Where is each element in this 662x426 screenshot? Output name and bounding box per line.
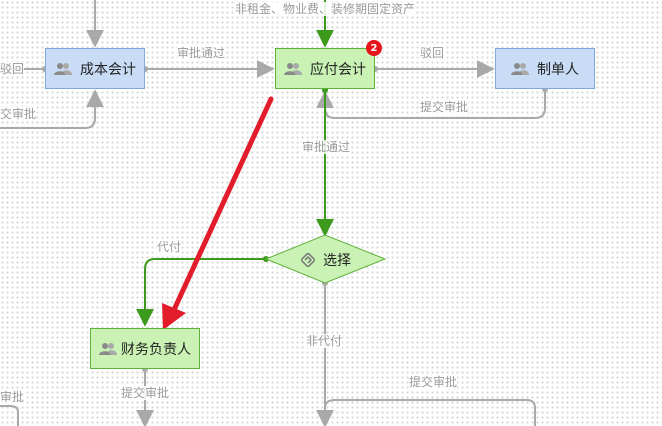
node-label: 应付会计 — [310, 61, 366, 78]
edge-label-left-reject: 驳回 — [0, 62, 25, 76]
edge-bottom-right-submit[interactable] — [324, 399, 536, 426]
edge-bottom-left[interactable] — [0, 405, 19, 426]
edge-label-preparer-to-payable: 提交审批 — [420, 100, 469, 114]
edge-label-cost-to-payable: 审批通过 — [177, 46, 226, 60]
choice-diamond[interactable] — [264, 234, 387, 284]
node-finance-manager[interactable]: 财务负责人 — [90, 328, 200, 369]
edge-label-bottom-left: 审批 — [0, 390, 25, 404]
node-label: 财务负责人 — [121, 341, 191, 358]
edge-label-payable-to-preparer: 驳回 — [420, 46, 445, 60]
edge-label-bottom-right-submit: 提交审批 — [409, 375, 458, 389]
edge-label-payable-to-choice: 审批通过 — [302, 140, 351, 154]
edge-label-finance-submit: 提交审批 — [121, 386, 170, 400]
edge-label-top-condition: 非租金、物业费、装修期固定资产 — [235, 2, 416, 16]
users-icon — [284, 62, 302, 76]
users-icon — [54, 62, 72, 76]
node-label: 制单人 — [537, 61, 579, 78]
edge-label-agency: 代付 — [157, 240, 182, 254]
users-icon — [99, 342, 117, 356]
edge-label-left-submit: 交审批 — [0, 107, 37, 121]
edge-left-submit[interactable] — [0, 89, 104, 129]
node-preparer[interactable]: 制单人 — [495, 48, 595, 89]
node-cost-accountant[interactable]: 成本会计 — [45, 48, 145, 89]
edge-choice-to-finance[interactable] — [136, 258, 266, 327]
annotation-arrow — [162, 96, 274, 330]
edge-label-non-agency: 非代付 — [306, 334, 343, 348]
notification-badge: 2 — [366, 40, 382, 56]
node-label: 成本会计 — [80, 61, 136, 78]
users-icon — [511, 62, 529, 76]
node-payable-accountant[interactable]: 应付会计 — [275, 48, 375, 89]
